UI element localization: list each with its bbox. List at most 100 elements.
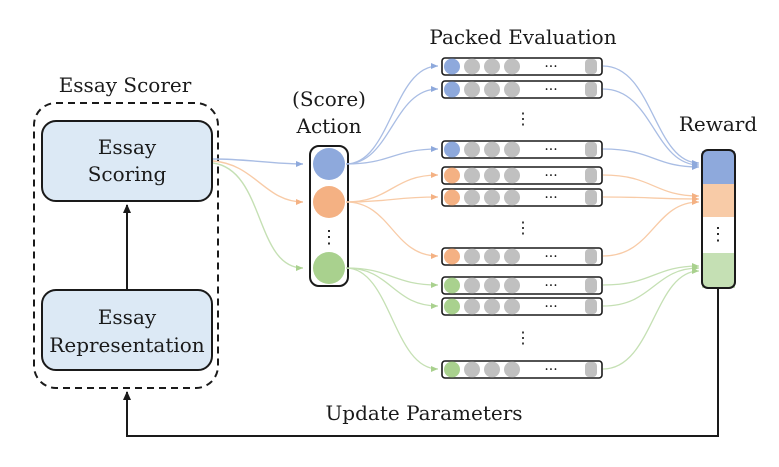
- packed-row: ···: [441, 360, 603, 379]
- action-to-row-connector: [345, 267, 439, 309]
- packed-row-cell: [504, 81, 520, 98]
- packed-row: ···: [441, 276, 603, 295]
- row-to-reward-connector: [602, 263, 700, 286]
- packed-row-score-cell: [444, 141, 460, 158]
- action-to-row-connector: [345, 86, 439, 165]
- packed-row-score-cell: [444, 361, 460, 378]
- packed-row-frame: [441, 360, 603, 379]
- packed-row-ellipsis: ···: [544, 249, 557, 265]
- packed-row-cell: [484, 167, 500, 184]
- packed-row-cell: [484, 58, 500, 75]
- packed-row-frame: [441, 247, 603, 266]
- packed-row-cell: [484, 361, 500, 378]
- packed-row-frame: [441, 276, 603, 295]
- packed-row-cell: [504, 189, 520, 206]
- packed-row: ···: [441, 140, 603, 159]
- action-orange: [313, 186, 345, 218]
- row-to-reward-connector: [602, 65, 700, 166]
- reward-blue-segment: [702, 151, 735, 184]
- packed-row-cell: [464, 277, 480, 294]
- essay-scorer-group: [33, 102, 219, 389]
- action-to-row-connector: [345, 194, 439, 203]
- row-to-reward-connector: [602, 199, 700, 257]
- row-to-reward-connector: [602, 148, 700, 170]
- row-to-reward-connector: [602, 88, 700, 168]
- packed-row-score-cell: [444, 248, 460, 265]
- packed-row-cell: [464, 58, 480, 75]
- reward-orange-segment: [702, 184, 735, 217]
- packed-row-frame: [441, 188, 603, 207]
- essay-representation-label-line2: Representation: [49, 333, 205, 357]
- reward-ellipsis: ⋮: [709, 224, 727, 245]
- packed-row: ···: [441, 297, 603, 316]
- packed-row: ···: [441, 57, 603, 76]
- packed-row-end-cell: [585, 168, 597, 183]
- packed-row-end-cell: [585, 142, 597, 157]
- packed-row-frame: [441, 80, 603, 99]
- packed-row-end-cell: [585, 362, 597, 377]
- packed-row-end-cell: [585, 249, 597, 264]
- packed-row: ···: [441, 80, 603, 99]
- packed-row-cell: [464, 141, 480, 158]
- packed-row-cell: [484, 189, 500, 206]
- packed-row-cell: [464, 189, 480, 206]
- packed-row-cell: [504, 167, 520, 184]
- packed-row-cell: [484, 248, 500, 265]
- row-to-reward-connector: [602, 268, 700, 370]
- action-to-row-connector: [345, 201, 439, 259]
- update-parameters-arrow: [123, 289, 719, 437]
- packed-row-cell: [484, 277, 500, 294]
- reward-title: Reward: [679, 112, 757, 136]
- packed-row-end-cell: [585, 278, 597, 293]
- orange-rows-ellipsis: ⋮: [515, 218, 531, 237]
- action-to-row-connector: [345, 267, 439, 372]
- action-to-row-connector: [345, 146, 439, 165]
- row-to-reward-connector: [602, 174, 700, 199]
- packed-row-score-cell: [444, 167, 460, 184]
- action-to-row-connector: [345, 63, 439, 165]
- packed-row-cell: [464, 167, 480, 184]
- packed-evaluation-rows: ···························: [441, 57, 603, 379]
- packed-row-cell: [504, 298, 520, 315]
- packed-row-ellipsis: ···: [544, 362, 557, 378]
- action-to-row-connector: [345, 267, 439, 288]
- packed-row-cell: [464, 361, 480, 378]
- packed-row-score-cell: [444, 189, 460, 206]
- packed-row-cell: [464, 248, 480, 265]
- packed-row-cell: [504, 361, 520, 378]
- packed-row-frame: [441, 140, 603, 159]
- packed-row-ellipsis: ···: [544, 168, 557, 184]
- action-ellipsis: ⋮: [320, 227, 338, 248]
- reward-column: [701, 149, 736, 289]
- action-title-line1: (Score): [292, 87, 366, 111]
- packed-row-cell: [464, 81, 480, 98]
- packed-row-score-cell: [444, 58, 460, 75]
- packed-row-end-cell: [585, 299, 597, 314]
- packed-row-cell: [504, 141, 520, 158]
- blue-rows-ellipsis: ⋮: [515, 109, 531, 128]
- packed-row: ···: [441, 247, 603, 266]
- essay-representation-label-line1: Essay: [98, 305, 157, 329]
- packed-row-ellipsis: ···: [544, 82, 557, 98]
- packed-row-ellipsis: ···: [544, 59, 557, 75]
- packed-row-frame: [441, 166, 603, 185]
- update-parameters-label: Update Parameters: [325, 401, 522, 425]
- packed-row-cell: [484, 298, 500, 315]
- packed-row-frame: [441, 297, 603, 316]
- packed-evaluation-title: Packed Evaluation: [429, 25, 616, 49]
- action-blue: [313, 148, 345, 180]
- action-title-line2: Action: [296, 114, 362, 138]
- green-rows-ellipsis: ⋮: [515, 328, 531, 347]
- essay-scorer-title: Essay Scorer: [59, 73, 192, 97]
- packed-row-cell: [484, 81, 500, 98]
- packed-row: ···: [441, 166, 603, 185]
- packed-row-end-cell: [585, 82, 597, 97]
- essay-scoring-label-line2: Scoring: [88, 162, 167, 186]
- essay-scoring-label-line1: Essay: [98, 135, 157, 159]
- row-to-reward-connector: [602, 195, 700, 202]
- packed-row-ellipsis: ···: [544, 142, 557, 158]
- packed-row-score-cell: [444, 277, 460, 294]
- essay-representation-box: [41, 289, 213, 371]
- packed-row-cell: [504, 277, 520, 294]
